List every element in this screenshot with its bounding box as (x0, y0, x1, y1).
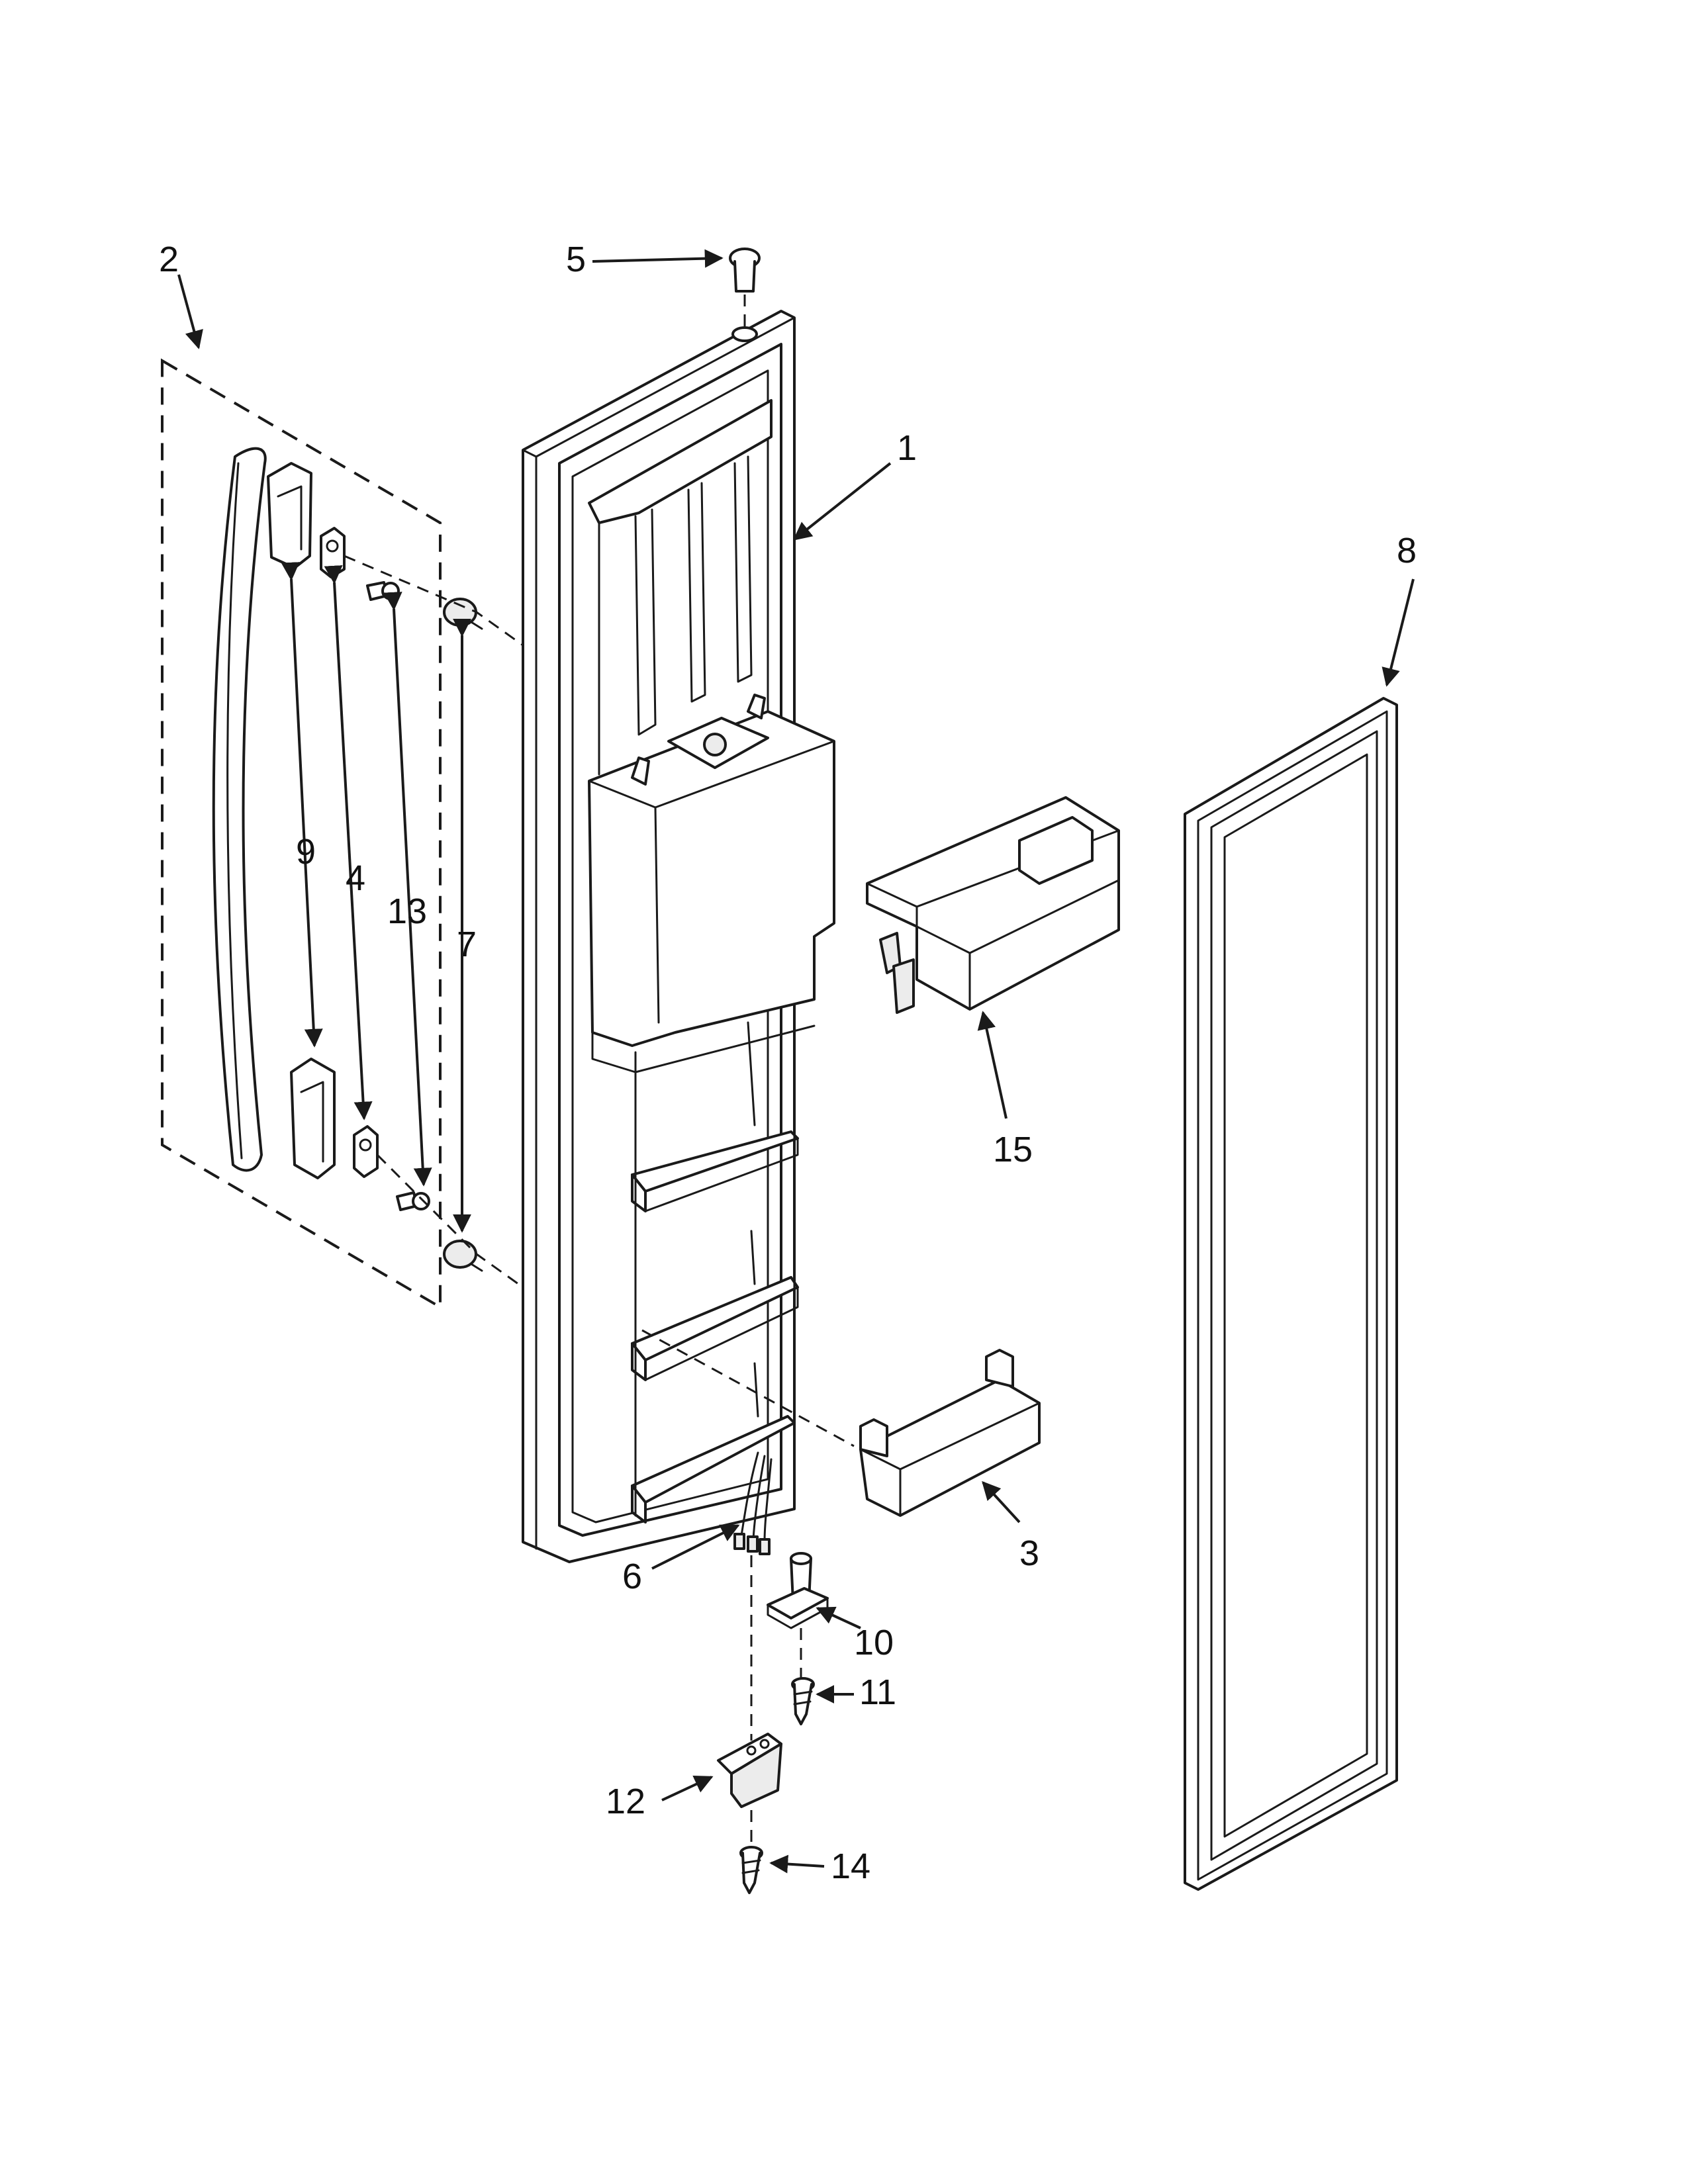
callout-10: 10 (854, 1623, 894, 1662)
wire-harness (733, 1451, 773, 1555)
callout-13: 13 (387, 891, 427, 931)
callout-8: 8 (1397, 531, 1417, 570)
handle-screw-lower (396, 1191, 430, 1211)
door-handle (212, 447, 267, 1172)
callout-9: 9 (296, 832, 316, 872)
callout-14: 14 (831, 1846, 870, 1886)
handle-mount-bracket-lower (353, 1125, 379, 1178)
callout-15: 15 (993, 1130, 1033, 1169)
leader-lines (177, 249, 1415, 1874)
callout-12: 12 (606, 1782, 645, 1821)
handle-end-cap-lower (290, 1058, 336, 1179)
handle-mount-bracket-upper (320, 527, 346, 578)
hinge-plate (717, 1733, 782, 1808)
freezer-door-assembly (522, 310, 835, 1563)
handle-screw-upper (366, 581, 400, 601)
hinge-pin (767, 1552, 829, 1629)
callout-3: 3 (1019, 1533, 1039, 1573)
dispenser-clip-left (631, 756, 650, 786)
callout-6: 6 (622, 1557, 642, 1596)
door-shelf-bar (641, 1329, 1041, 1517)
callout-labels: 2 5 1 8 9 4 13 7 15 3 6 10 11 12 14 (159, 240, 1417, 1886)
lower-hinge-assembly (717, 1552, 829, 1894)
hinge-screw-upper (791, 1677, 815, 1725)
callout-7: 7 (457, 925, 477, 964)
door-gasket (1184, 697, 1398, 1891)
callout-1: 1 (897, 428, 917, 468)
mounting-stud-lower (443, 1240, 483, 1272)
door-bin (866, 796, 1120, 1014)
hinge-screw-lower (739, 1846, 763, 1894)
callout-4: 4 (346, 858, 365, 898)
dispenser-housing (588, 710, 835, 1047)
callout-11: 11 (859, 1672, 896, 1712)
handle-end-cap-upper (267, 462, 312, 569)
dispenser-clip-right (747, 694, 766, 719)
callout-2: 2 (159, 240, 179, 279)
door-shelf-upper (631, 1130, 799, 1212)
callout-5: 5 (566, 240, 586, 279)
handle-kit-group (161, 358, 524, 1310)
mounting-stud-upper (443, 598, 483, 630)
door-top-vent (588, 399, 773, 524)
hinge-plug (729, 248, 761, 342)
